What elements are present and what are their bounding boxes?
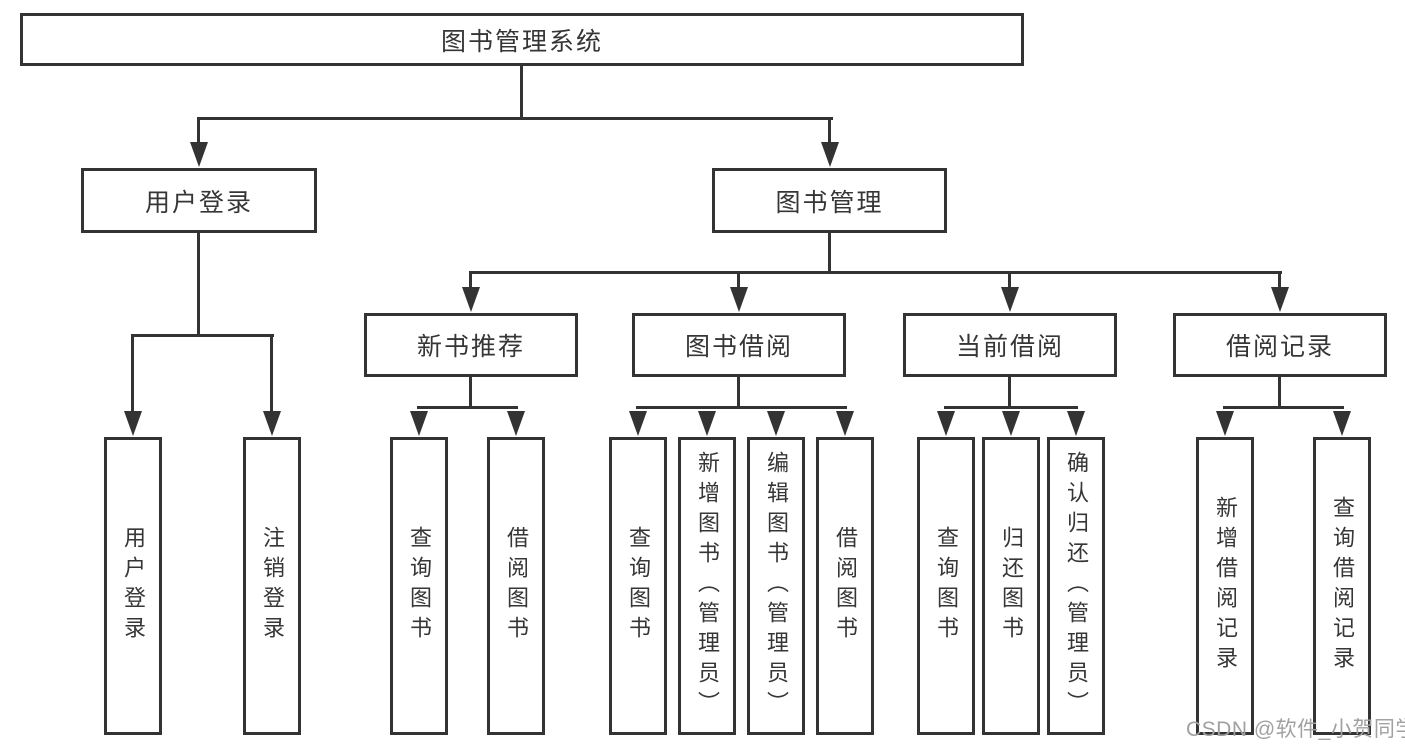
node-label: 查询借阅记录 [1330,496,1355,676]
node-label: 借阅图书 [504,526,529,646]
connector-line [469,271,472,289]
leaf-query-books-recommend: 查询图书 [390,437,448,735]
connector-line [828,233,831,274]
arrow-down-icon [410,411,428,436]
node-label: 新增借阅记录 [1213,496,1238,676]
node-label: 查询图书 [407,526,432,646]
leaf-query-books-current: 查询图书 [917,437,975,735]
connector-line [636,406,847,409]
node-label: 编辑图书（管理员） [764,451,789,721]
connector-line [944,406,1078,409]
connector-line [469,377,472,409]
node-label: 查询图书 [626,526,651,646]
leaf-logout: 注销登录 [243,437,301,735]
arrow-down-icon [1216,411,1234,436]
leaf-edit-book-admin: 编辑图书（管理员） [747,437,805,735]
leaf-borrow-books-recommend: 借阅图书 [487,437,545,735]
connector-line [131,334,134,413]
node-label: 注销登录 [260,526,285,646]
leaf-add-borrow-record: 新增借阅记录 [1196,437,1254,735]
node-current-borrowing: 当前借阅 [903,313,1117,377]
arrow-down-icon [629,411,647,436]
node-label: 图书管理 [775,188,884,217]
leaf-add-book-admin: 新增图书（管理员） [678,437,736,735]
leaf-query-borrow-record: 查询借阅记录 [1313,437,1371,735]
arrow-down-icon [1067,411,1085,436]
arrow-down-icon [698,411,716,436]
connector-line [469,271,1282,274]
watermark: CSDN @软件_小贺同学 [1186,718,1405,741]
arrow-down-icon [1271,287,1289,312]
connector-line [737,377,740,409]
node-label: 借阅记录 [1225,333,1334,361]
connector-line [1008,377,1011,409]
arrow-down-icon [836,411,854,436]
node-book-management: 图书管理 [712,168,947,233]
connector-line [197,117,833,120]
arrow-down-icon [190,142,208,167]
connector-line [197,233,200,337]
node-label: 查询图书 [934,526,959,646]
connector-line [197,117,200,144]
connector-line [1278,271,1281,289]
arrow-down-icon [1333,411,1351,436]
leaf-return-book: 归还图书 [982,437,1040,735]
connector-line [1008,271,1011,289]
node-label: 用户登录 [144,188,253,217]
node-label: 归还图书 [999,526,1024,646]
node-label: 用户登录 [121,526,146,646]
connector-line [1278,377,1281,409]
node-label: 借阅图书 [833,526,858,646]
leaf-borrow-books-borrowing: 借阅图书 [816,437,874,735]
connector-line [828,117,831,144]
node-book-borrowing: 图书借阅 [632,313,846,377]
arrow-down-icon [767,411,785,436]
leaf-query-books-borrowing: 查询图书 [609,437,667,735]
arrow-down-icon [1002,411,1020,436]
arrow-down-icon [1001,287,1019,312]
connector-line [520,66,523,120]
node-label: 图书借阅 [684,333,793,361]
arrow-down-icon [821,142,839,167]
arrow-down-icon [937,411,955,436]
arrow-down-icon [730,287,748,312]
leaf-user-login: 用户登录 [104,437,162,735]
connector-line [270,334,273,413]
node-library-system: 图书管理系统 [20,13,1024,66]
node-borrowing-records: 借阅记录 [1173,313,1387,377]
arrow-down-icon [507,411,525,436]
node-new-book-recommend: 新书推荐 [364,313,578,377]
connector-line [737,271,740,289]
connector-line [417,406,518,409]
node-label: 图书管理系统 [440,27,603,56]
arrow-down-icon [462,287,480,312]
node-label: 新书推荐 [416,333,525,361]
node-label: 当前借阅 [955,333,1064,361]
connector-line [131,334,274,337]
arrow-down-icon [124,411,142,436]
connector-line [1223,406,1344,409]
node-label: 新增图书（管理员） [695,451,720,721]
node-user-login-group: 用户登录 [81,168,317,233]
arrow-down-icon [263,411,281,436]
node-label: 确认归还（管理员） [1064,451,1089,721]
leaf-confirm-return-admin: 确认归还（管理员） [1047,437,1105,735]
